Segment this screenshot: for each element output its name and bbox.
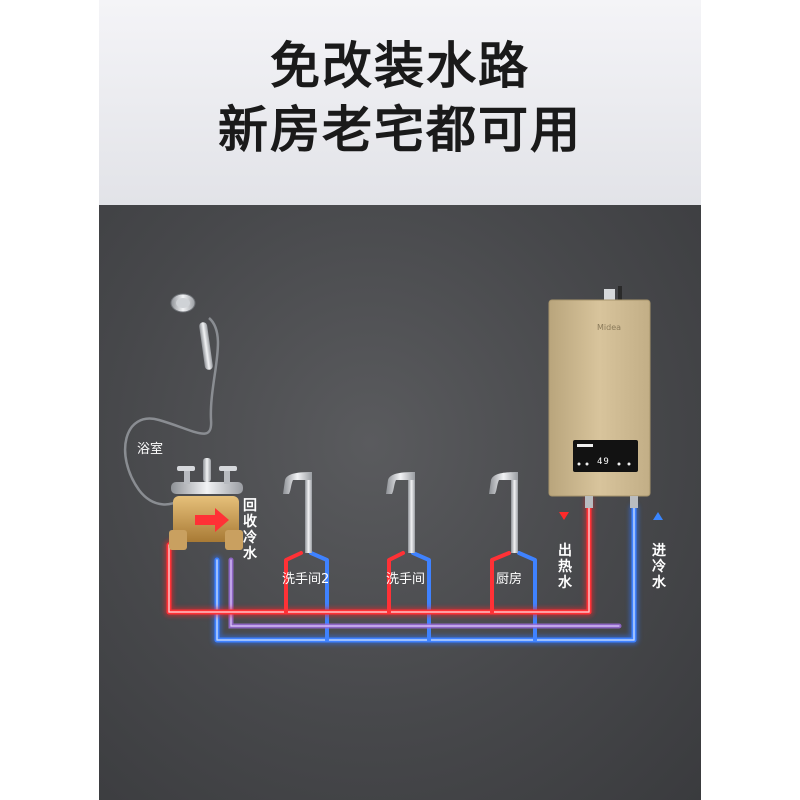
label-hot-out: 出热水 [558,543,572,591]
label-bathroom: 浴室 [137,442,164,457]
label-cold-in: 进冷水 [652,543,666,591]
shower-head-icon [124,293,220,506]
headline-line-2: 新房老宅都可用 [218,101,582,159]
label-washroom: 洗手间 [386,572,426,587]
label-kitchen: 厨房 [496,572,523,587]
arrow-down-icon [559,512,569,520]
heater-brand: Midea [597,323,622,332]
water-heater-icon [548,286,651,508]
cold-water-pipe [212,503,639,645]
label-return-cold: 回收冷水 [243,498,257,562]
headline-line-1: 免改装水路 [270,37,530,95]
arrow-up-icon [653,512,663,520]
arrow-right-icon [195,508,229,532]
return-water-pipe [228,557,622,629]
plumbing-scene [124,286,663,645]
label-washroom-2: 洗手间2 [282,572,330,587]
heater-display-readout: 49 [597,457,610,467]
faucet-icon [283,472,518,553]
mixing-valve-icon [169,458,243,550]
header-banner: 免改装水路 新房老宅都可用 [99,0,701,205]
product-poster: 免改装水路 新房老宅都可用 [99,0,701,800]
